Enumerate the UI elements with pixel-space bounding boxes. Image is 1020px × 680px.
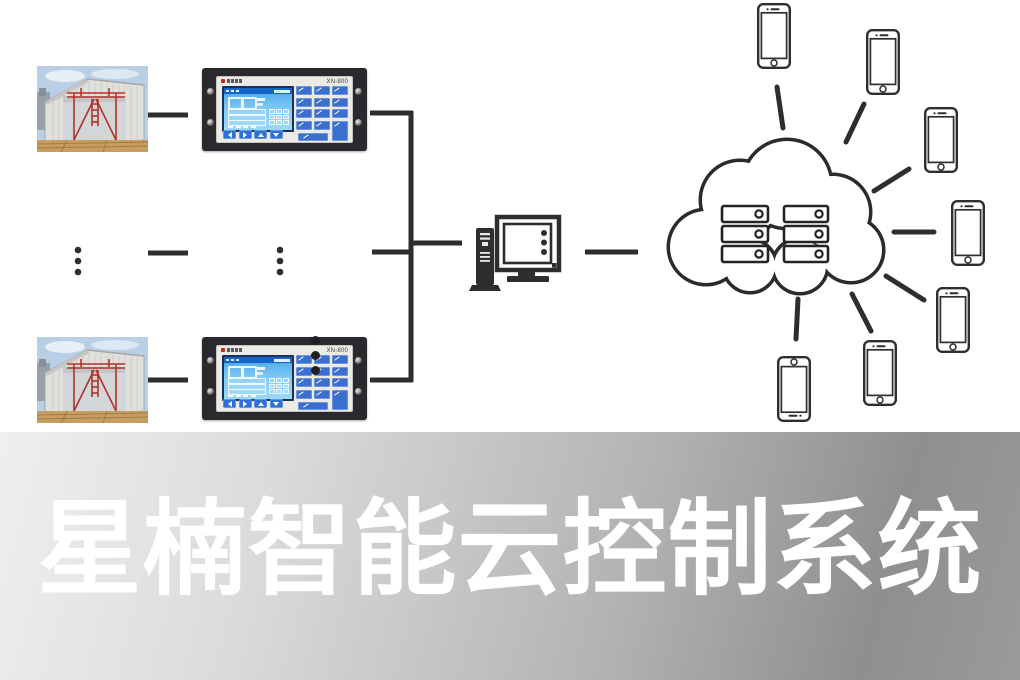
keypad-button[interactable] [314, 366, 330, 376]
keypad-button[interactable] [296, 120, 312, 130]
keypad-button[interactable] [296, 378, 312, 387]
model-label: XN-800 [326, 79, 348, 85]
site-photo [37, 66, 148, 152]
nav-up-button[interactable] [254, 130, 267, 139]
nav-buttons [223, 399, 283, 408]
keypad-button[interactable] [296, 355, 312, 364]
screw-icon [207, 357, 214, 364]
nav-buttons [223, 130, 283, 139]
keypad-button[interactable] [314, 389, 330, 399]
screw-icon [355, 388, 362, 395]
banner-title: 星楠智能云控制系统 [37, 492, 983, 608]
keypad-button[interactable] [332, 378, 348, 387]
keypad [296, 86, 350, 141]
more-items-ellipsis [311, 336, 321, 381]
keypad-button[interactable] [314, 97, 330, 107]
controller-frame: XN-800 [202, 337, 367, 420]
cloud-phone-links [774, 84, 937, 342]
keypad-button[interactable] [332, 366, 348, 376]
keypad-button[interactable] [332, 355, 348, 364]
keypad-button[interactable] [296, 366, 312, 376]
desktop-computer-icon [469, 214, 562, 291]
smartphone-icon [777, 356, 811, 422]
keypad-button[interactable] [296, 86, 312, 95]
enter-button[interactable] [332, 389, 348, 410]
banner: 星楠智能云控制系统 [0, 432, 1020, 680]
keypad-button[interactable] [332, 109, 348, 118]
more-items-ellipsis [74, 246, 284, 276]
screw-icon [355, 357, 362, 364]
keypad-button[interactable] [332, 86, 348, 95]
nav-right-button[interactable] [238, 130, 252, 139]
brand-logo-icon [221, 79, 243, 83]
keypad-button[interactable] [314, 120, 330, 130]
keypad-button[interactable] [314, 86, 330, 95]
lcd-screen [222, 86, 294, 132]
keypad-button[interactable] [314, 109, 330, 118]
controller-panel: XN-800 [216, 345, 353, 412]
screw-icon [207, 88, 214, 95]
enter-button[interactable] [332, 120, 348, 141]
site-photo [37, 337, 148, 423]
keypad-button[interactable] [314, 355, 330, 364]
smartphone-icon [757, 2, 791, 69]
smartphone-icon [924, 106, 958, 173]
smartphone-icon [866, 29, 900, 95]
controller-frame: XN-800 [202, 68, 367, 151]
lcd-screen [222, 355, 294, 401]
screw-icon [207, 119, 214, 126]
keypad-button[interactable] [296, 109, 312, 118]
keypad-button[interactable] [296, 389, 312, 399]
model-label: XN-800 [326, 348, 348, 354]
smartphone-icon [936, 287, 970, 353]
connection-lines [148, 110, 638, 383]
keypad-button[interactable] [298, 132, 328, 141]
keypad-button[interactable] [298, 401, 328, 410]
diagram-canvas [74, 2, 985, 422]
smartphone-icon [863, 340, 897, 406]
server-rack-icons [720, 204, 830, 264]
brand-logo-icon [221, 348, 243, 352]
screw-icon [355, 119, 362, 126]
keypad-button[interactable] [332, 97, 348, 107]
keypad [296, 355, 350, 410]
nav-left-button[interactable] [223, 130, 236, 139]
cloud-icon [666, 137, 886, 296]
screw-icon [355, 88, 362, 95]
smartphone-icon [951, 199, 985, 266]
controller-panel: XN-800 [216, 76, 353, 143]
keypad-button[interactable] [296, 97, 312, 107]
nav-left-button[interactable] [223, 399, 236, 408]
nav-down-button[interactable] [269, 130, 283, 139]
nav-up-button[interactable] [254, 399, 267, 408]
controller-device: XN-800 [202, 68, 367, 151]
controller-device: XN-800 [202, 337, 367, 420]
screw-icon [207, 388, 214, 395]
nav-right-button[interactable] [238, 399, 252, 408]
keypad-button[interactable] [314, 378, 330, 387]
nav-down-button[interactable] [269, 399, 283, 408]
